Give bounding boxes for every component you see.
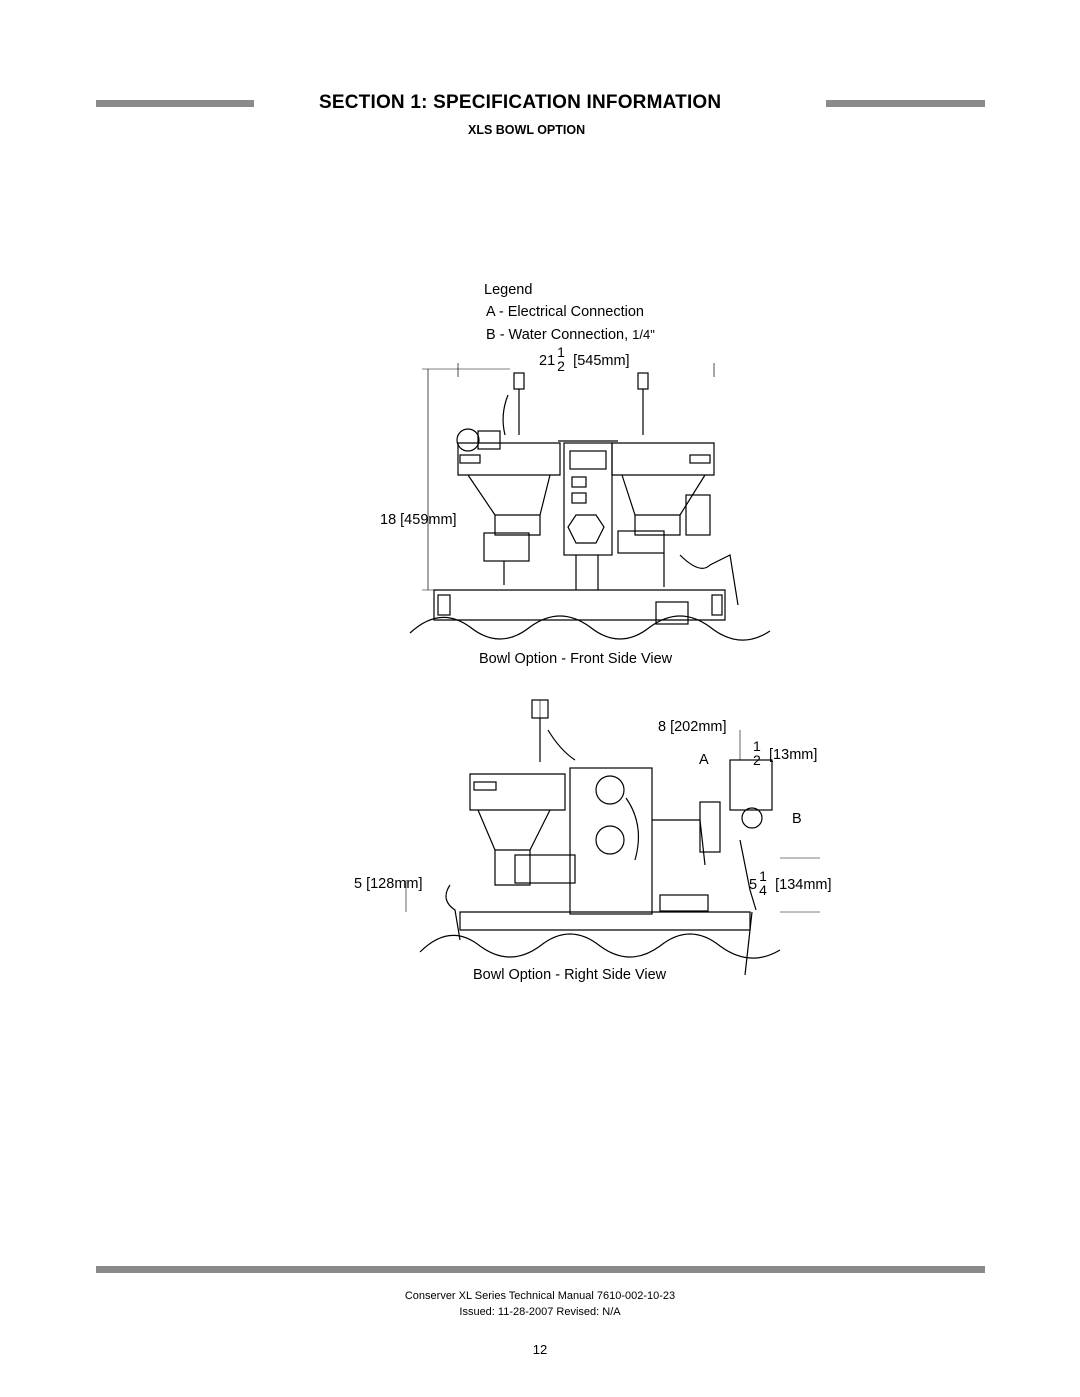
side-right-den: 4 [759, 882, 767, 898]
front-width-num: 1 [557, 344, 565, 360]
legend-item-a: A - Electrical Connection [486, 304, 644, 320]
header-rule-left [96, 100, 254, 107]
section-title: SECTION 1: SPECIFICATION INFORMATION [319, 92, 722, 113]
side-right-mm: [134mm] [775, 877, 832, 893]
page-number: 12 [532, 1342, 548, 1357]
front-view-caption: Bowl Option - Front Side View [479, 651, 673, 667]
side-label-a: A [699, 752, 709, 768]
footer-issued-line: Issued: 11-28-2007 Revised: N/A [459, 1306, 621, 1318]
side-view-drawing [405, 699, 820, 976]
side-right-whole: 5 [749, 877, 758, 893]
footer-rule [96, 1266, 985, 1273]
legend-item-b-label: B - Water Connection, [486, 327, 629, 343]
legend-item-b-fraction: 1/4" [632, 327, 655, 342]
legend-item-b: B - Water Connection, 1/4" [486, 327, 655, 343]
section-subtitle: XLS BOWL OPTION [468, 123, 586, 137]
legend-title: Legend [484, 282, 533, 298]
side-half-num: 1 [753, 738, 761, 754]
front-height-dimension: 18 [459mm] [380, 512, 457, 528]
side-left-dimension: 5 [128mm] [354, 876, 423, 892]
header-rule-right [826, 100, 985, 107]
footer-manual-line: Conserver XL Series Technical Manual 761… [404, 1290, 676, 1302]
front-width-mm: [545mm] [573, 353, 630, 369]
side-half-mm: [13mm] [769, 747, 818, 763]
side-label-b: B [792, 811, 802, 827]
side-right-num: 1 [759, 868, 767, 884]
front-view-drawing [409, 363, 771, 641]
front-width-den: 2 [557, 358, 565, 374]
side-depth-dimension: 8 [202mm] [658, 719, 727, 735]
front-width-whole: 21 [539, 353, 556, 369]
side-view-caption: Bowl Option - Right Side View [473, 967, 667, 983]
